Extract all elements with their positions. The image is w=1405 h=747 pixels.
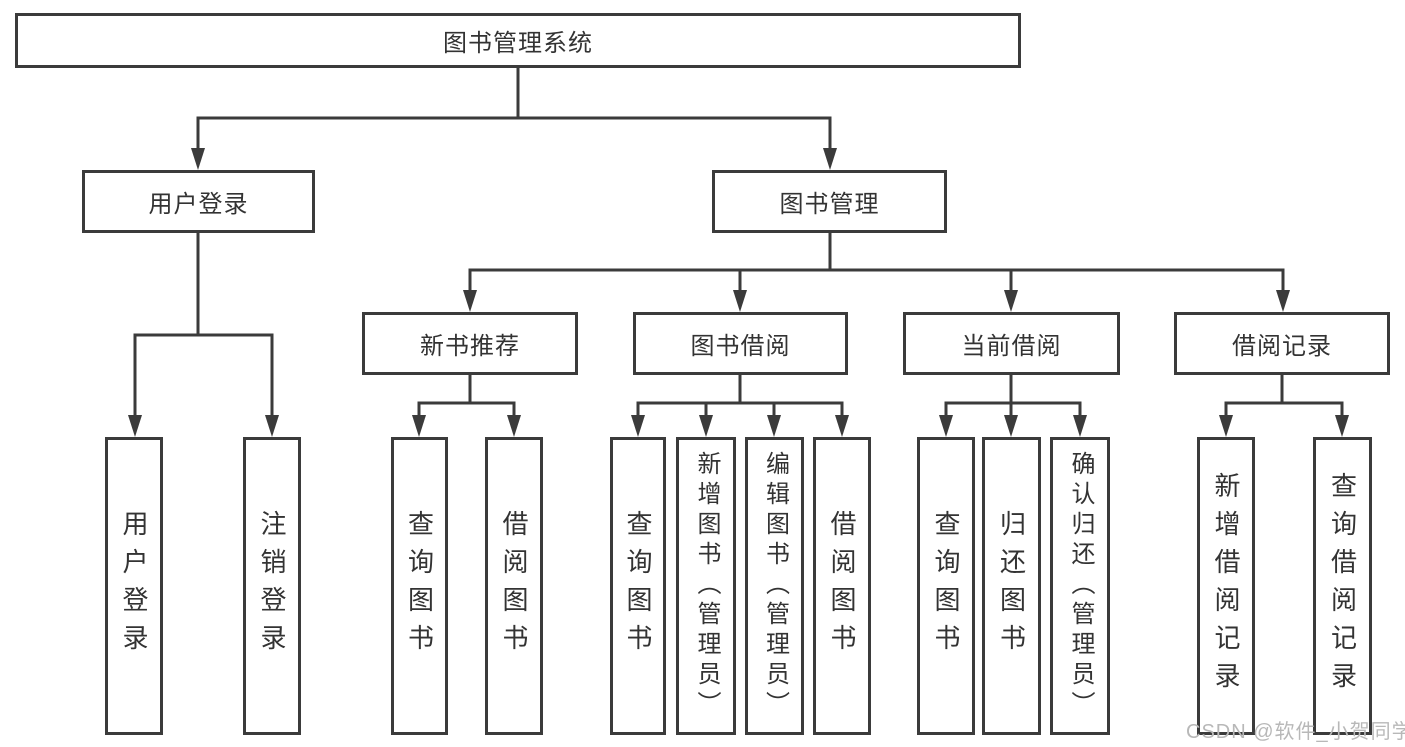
- connector-new-book-rec-children: [412, 375, 521, 437]
- leaf-rec-query-book: 查询图书: [391, 437, 448, 735]
- leaf-rec-borrow-book-label: 借阅图书: [499, 510, 529, 662]
- node-new-book-rec-label: 新书推荐: [420, 333, 520, 360]
- leaf-cb-query-book: 查询图书: [917, 437, 975, 735]
- connector-current-borrow-children: [939, 375, 1087, 437]
- node-book-mgmt-label: 图书管理: [779, 191, 880, 218]
- connector-user-login-children: [128, 233, 279, 437]
- node-user-login-label: 用户登录: [148, 191, 249, 218]
- node-root-label: 图书管理系统: [443, 30, 593, 57]
- leaf-cb-return-book-label: 归还图书: [996, 510, 1027, 662]
- leaf-cb-return-book: 归还图书: [982, 437, 1041, 735]
- connector-book-borrow-children: [631, 375, 849, 437]
- node-book-borrow-label: 图书借阅: [690, 333, 791, 360]
- connector-root-to-level2: [191, 68, 837, 170]
- leaf-cb-confirm-return-label: 确认归还（管理员）: [1067, 451, 1094, 721]
- leaf-br-query-record: 查询借阅记录: [1313, 437, 1372, 735]
- node-borrow-record-label: 借阅记录: [1232, 333, 1332, 360]
- leaf-bb-query-book-label: 查询图书: [623, 510, 653, 662]
- leaf-logout: 注销登录: [243, 437, 301, 735]
- leaf-bb-add-book-label: 新增图书（管理员）: [693, 451, 720, 721]
- node-borrow-record: 借阅记录: [1174, 312, 1390, 375]
- leaf-bb-borrow-book-label: 借阅图书: [827, 510, 857, 662]
- leaf-bb-edit-book: 编辑图书（管理员）: [745, 437, 804, 735]
- leaf-bb-borrow-book: 借阅图书: [813, 437, 871, 735]
- leaf-logout-label: 注销登录: [257, 510, 287, 662]
- connector-book-mgmt-children: [463, 233, 1290, 312]
- leaf-bb-add-book: 新增图书（管理员）: [676, 437, 736, 735]
- leaf-login: 用户登录: [105, 437, 163, 735]
- leaf-br-add-record-label: 新增借阅记录: [1211, 472, 1241, 700]
- leaf-cb-confirm-return: 确认归还（管理员）: [1050, 437, 1110, 735]
- leaf-login-label: 用户登录: [119, 510, 149, 662]
- node-user-login: 用户登录: [82, 170, 315, 233]
- node-book-mgmt: 图书管理: [712, 170, 947, 233]
- leaf-cb-query-book-label: 查询图书: [931, 510, 961, 662]
- leaf-rec-query-book-label: 查询图书: [404, 510, 435, 662]
- node-new-book-rec: 新书推荐: [362, 312, 578, 375]
- leaf-rec-borrow-book: 借阅图书: [485, 437, 543, 735]
- leaf-bb-query-book: 查询图书: [610, 437, 666, 735]
- node-current-borrow-label: 当前借阅: [961, 333, 1062, 360]
- leaf-br-add-record: 新增借阅记录: [1197, 437, 1255, 735]
- node-book-borrow: 图书借阅: [633, 312, 848, 375]
- connector-borrow-record-children: [1219, 375, 1349, 437]
- csdn-watermark: CSDN @软件_小贺同学: [1186, 721, 1405, 743]
- leaf-br-query-record-label: 查询借阅记录: [1327, 472, 1358, 700]
- leaf-bb-edit-book-label: 编辑图书（管理员）: [761, 451, 789, 721]
- node-current-borrow: 当前借阅: [903, 312, 1120, 375]
- node-root: 图书管理系统: [15, 13, 1021, 68]
